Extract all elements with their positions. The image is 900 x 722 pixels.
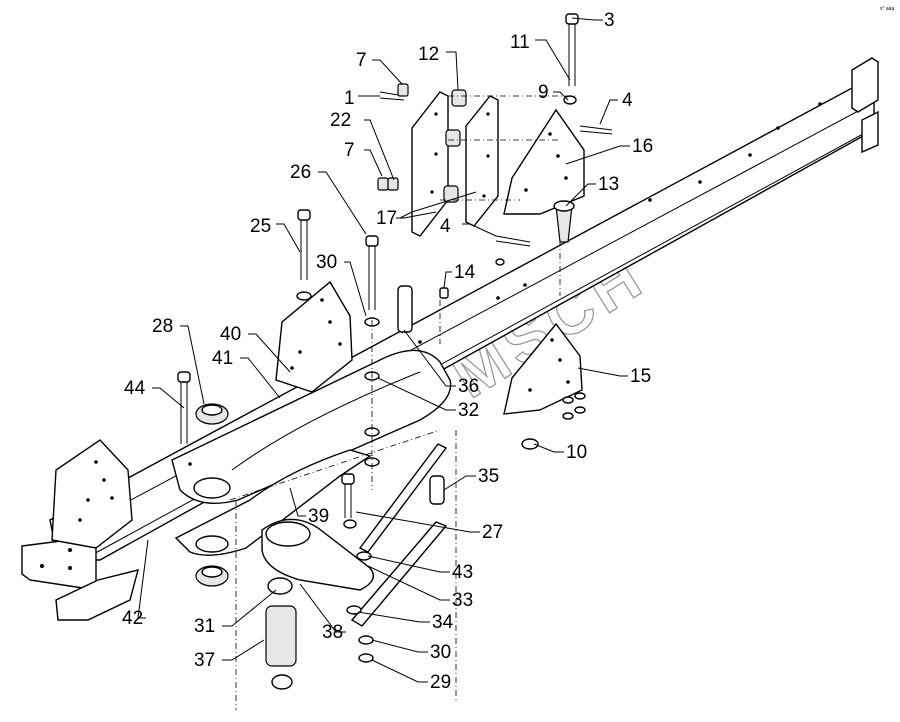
callout-29: 29	[430, 672, 451, 693]
bolt-4-upper	[579, 125, 613, 135]
sleeve-35	[429, 475, 445, 505]
callout-25: 25	[250, 216, 271, 237]
callouts: 3 11 12 7 1 9 4 22 16 7 13 26 17 4 25 30…	[122, 10, 653, 693]
callout-17: 17	[376, 208, 397, 229]
callout-35: 35	[478, 466, 499, 487]
callout-14: 14	[454, 262, 476, 283]
callout-3: 3	[604, 10, 615, 31]
callout-30-upper: 30	[316, 252, 337, 273]
callout-10: 10	[566, 442, 587, 463]
callout-39: 39	[308, 506, 329, 527]
bracket-15	[503, 322, 583, 415]
callout-40: 40	[220, 324, 241, 345]
bolt-3	[565, 13, 579, 86]
bracket-40	[275, 280, 353, 393]
callout-26: 26	[290, 162, 311, 183]
bolt-4-lower	[495, 235, 531, 247]
callout-4-upper: 4	[622, 90, 633, 111]
cap-14	[439, 287, 449, 299]
callout-38: 38	[322, 622, 343, 643]
bolt-26	[365, 235, 379, 310]
bolt-27-pin	[341, 473, 355, 518]
rollers-12	[443, 89, 467, 203]
callout-7b: 7	[344, 140, 355, 161]
callout-33: 33	[452, 590, 473, 611]
callout-22: 22	[330, 110, 351, 131]
plate-17a	[411, 91, 449, 237]
callout-1: 1	[344, 88, 355, 109]
pivot-arm	[171, 349, 452, 505]
callout-28: 28	[152, 316, 173, 337]
callout-11: 11	[510, 32, 530, 53]
callout-9: 9	[538, 82, 549, 103]
flat-bar-27	[358, 443, 448, 553]
callout-13: 13	[598, 174, 619, 195]
bolt-25	[297, 209, 311, 280]
bearing-28	[195, 403, 229, 425]
bolt-44	[177, 371, 191, 444]
callout-30-lower: 30	[430, 642, 451, 663]
spring-cylinder-37	[265, 577, 297, 690]
callout-44: 44	[124, 378, 146, 399]
callout-34: 34	[432, 612, 454, 633]
callout-4-lower: 4	[440, 216, 451, 237]
callout-7a: 7	[356, 50, 367, 71]
callout-43: 43	[452, 562, 473, 583]
leader-lines	[137, 17, 630, 683]
beam-end-bracket	[51, 439, 139, 621]
swing-arm	[261, 518, 374, 591]
callout-42: 42	[122, 608, 143, 629]
corner-code: x° aaa	[880, 6, 894, 12]
callout-12: 12	[418, 44, 439, 65]
callout-15: 15	[630, 366, 651, 387]
callout-37: 37	[194, 650, 215, 671]
flat-bar-43	[350, 521, 448, 627]
callout-41: 41	[212, 348, 233, 369]
callout-27: 27	[482, 522, 503, 543]
callout-31: 31	[194, 616, 215, 637]
callout-16: 16	[632, 136, 653, 157]
callout-36: 36	[458, 376, 479, 397]
bearing-lower	[195, 565, 229, 587]
roller-13	[553, 200, 575, 243]
sleeve-36	[397, 285, 413, 333]
callout-32: 32	[458, 400, 479, 421]
construction-lines	[229, 95, 578, 710]
nuts-7	[377, 83, 409, 191]
plate-17b	[465, 95, 499, 227]
bracket-16	[503, 108, 585, 215]
